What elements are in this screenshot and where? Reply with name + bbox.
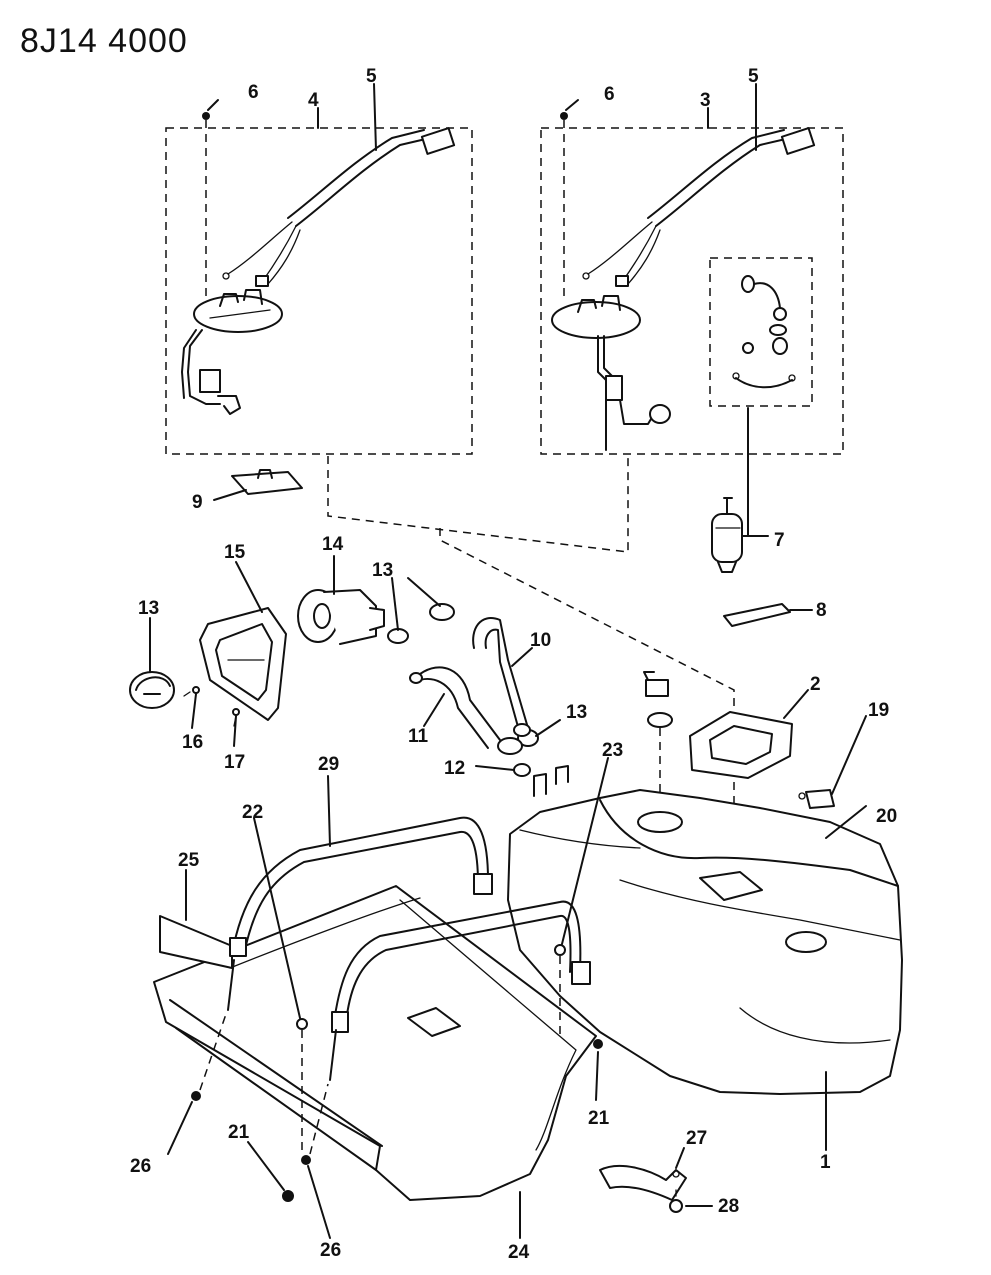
gasket-9 xyxy=(231,469,303,495)
fuel-sender-assembly-4 xyxy=(165,107,473,455)
callout-23: 23 xyxy=(602,740,623,761)
callout-12: 12 xyxy=(444,758,465,779)
diagram-code: 8J14 4000 xyxy=(20,22,188,60)
callout-21-left: 21 xyxy=(228,1122,250,1143)
callout-24: 24 xyxy=(508,1242,530,1263)
nut-21-left xyxy=(282,1190,294,1202)
callout-15: 15 xyxy=(224,542,246,563)
fuel-pump-module-3 xyxy=(540,107,844,455)
nut-21-right xyxy=(593,1039,603,1049)
valve-19 xyxy=(798,789,835,809)
callout-11: 11 xyxy=(408,726,429,747)
callout-6-left: 6 xyxy=(248,82,259,103)
callout-9: 9 xyxy=(192,492,203,513)
callout-26-left: 26 xyxy=(130,1156,151,1177)
heat-shield-25 xyxy=(159,915,233,969)
tank-strap-29-rear xyxy=(229,816,493,957)
hose-clamp-13-a xyxy=(387,603,455,644)
callout-19: 19 xyxy=(868,700,889,721)
callout-22: 22 xyxy=(242,802,263,823)
skid-plate-24 xyxy=(153,885,597,1201)
callout-1: 1 xyxy=(820,1152,831,1173)
fill-housing-15 xyxy=(199,607,287,721)
callout-3: 3 xyxy=(700,90,711,111)
callout-5-right: 5 xyxy=(748,66,759,87)
fuel-cap-18 xyxy=(129,671,175,709)
fuel-tank-1 xyxy=(507,765,903,1095)
wiring-harness-5-left xyxy=(222,127,456,287)
strainer-8 xyxy=(723,603,791,627)
callout-13-bottom: 13 xyxy=(566,702,587,723)
leader-lines xyxy=(149,83,867,1239)
bolt-28 xyxy=(669,1189,683,1213)
callout-17: 17 xyxy=(224,752,245,773)
service-kit-7 xyxy=(709,257,813,407)
callout-20: 20 xyxy=(876,806,897,827)
callout-28: 28 xyxy=(718,1196,739,1217)
screw-6-right xyxy=(560,112,568,300)
callout-18: 13 xyxy=(138,598,159,619)
callout-5-left: 5 xyxy=(366,66,377,87)
callout-26-right: 26 xyxy=(320,1240,341,1261)
rollover-valve xyxy=(643,671,673,822)
bolt-26-left xyxy=(191,959,235,1101)
gasket-2 xyxy=(689,711,793,779)
callout-27: 27 xyxy=(686,1128,707,1149)
filler-neck-14 xyxy=(297,589,385,645)
bracket-27 xyxy=(599,1164,687,1201)
callout-14: 14 xyxy=(322,534,344,555)
screw-16 xyxy=(183,686,200,697)
callout-16: 16 xyxy=(182,732,203,753)
sender-unit-left xyxy=(181,289,283,415)
callout-2: 2 xyxy=(810,674,821,695)
callout-29: 29 xyxy=(318,754,339,775)
fuel-pump-7 xyxy=(711,497,743,573)
fill-hose-11 xyxy=(409,666,523,755)
hose-clamp-12 xyxy=(513,763,531,777)
tank-strap-29-front xyxy=(331,900,591,1033)
vent-hose-10 xyxy=(472,617,531,737)
callout-13-top: 13 xyxy=(372,560,393,581)
callout-labels: 6 4 5 6 3 5 9 7 15 14 13 13 8 10 2 19 13… xyxy=(130,66,897,1263)
bolt-23 xyxy=(554,944,566,1040)
wiring-harness-5-right xyxy=(582,127,816,287)
callout-8: 8 xyxy=(816,600,827,621)
callout-6-right: 6 xyxy=(604,84,615,105)
screw-6-left xyxy=(202,112,210,300)
bolt-26-right xyxy=(301,1029,337,1165)
callout-21-right: 21 xyxy=(588,1108,610,1129)
callout-7: 7 xyxy=(774,530,785,551)
bolt-22 xyxy=(296,1018,308,1156)
callout-25: 25 xyxy=(178,850,200,871)
callout-4: 4 xyxy=(308,90,319,111)
callout-10: 10 xyxy=(530,630,551,651)
pump-sender-unit-right xyxy=(551,295,671,451)
